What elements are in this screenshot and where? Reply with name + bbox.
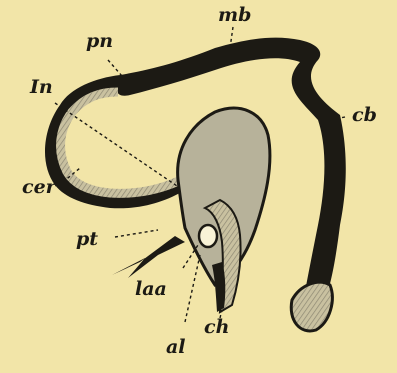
- tail-region: [291, 282, 332, 331]
- pituitary-pouch: [199, 225, 217, 247]
- label-mb: mb: [218, 6, 251, 25]
- label-laa: laa: [135, 280, 167, 299]
- label-pn: pn: [86, 32, 113, 51]
- label-cer: cer: [22, 178, 56, 197]
- forked-structure: [112, 236, 185, 278]
- label-In: In: [30, 78, 53, 97]
- notochord: [212, 262, 225, 312]
- label-pt: pt: [76, 230, 98, 249]
- label-ch: ch: [204, 318, 229, 337]
- label-al: al: [166, 338, 186, 357]
- label-cb: cb: [352, 106, 377, 125]
